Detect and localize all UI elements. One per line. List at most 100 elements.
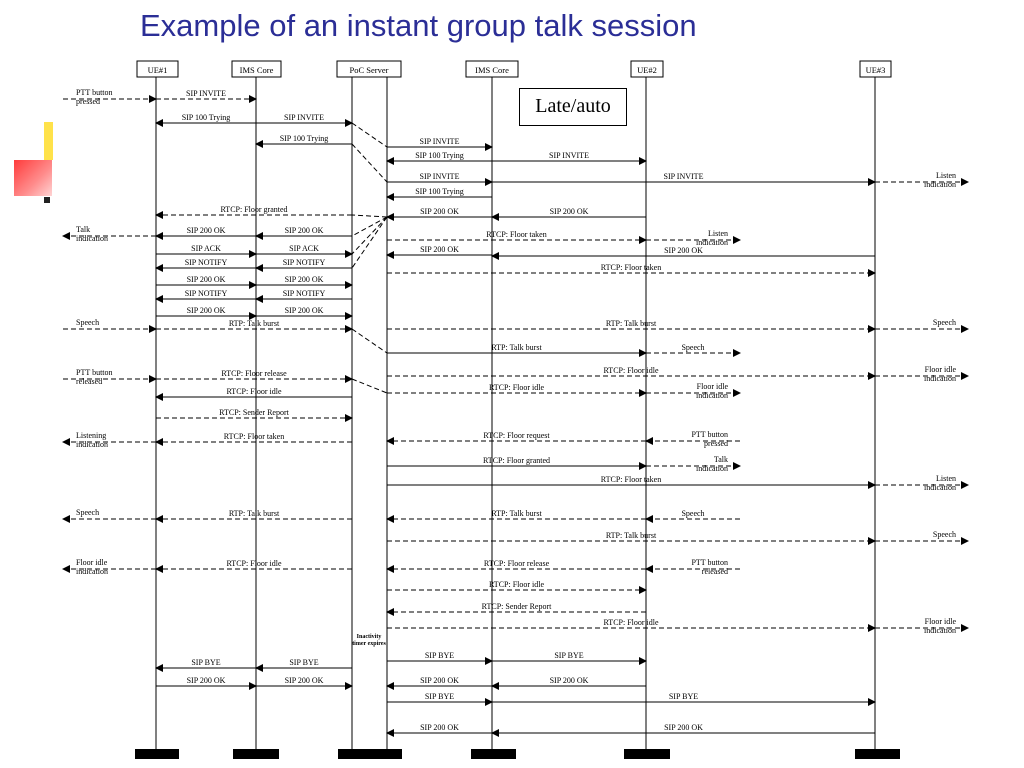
late-auto-box: Late/auto [519,88,627,126]
message-arrow: RTCP: Sender Report [386,602,646,616]
message-label: RTCP: Floor taken [601,263,661,272]
side-label: released [76,377,102,386]
message-arrow: SIP 200 OK [386,676,492,690]
side-label: Listening [76,431,106,440]
message-label: RTCP: Floor taken [601,475,661,484]
message-label: SIP INVITE [549,151,589,160]
side-label: Floor idle [76,558,108,567]
message-arrow: SIP 200 OK [155,226,256,240]
message-arrow: RTCP: Floor idle [387,580,647,594]
message-label: RTCP: Floor idle [489,580,545,589]
message-arrow: SIP 200 OK [386,245,492,259]
message-label: SIP INVITE [186,89,226,98]
message-arrow: Speech [875,318,969,333]
side-label: indication [696,464,728,473]
message-arrow: RTCP: Floor taken [387,475,876,489]
message-arrow: RTCP: Floor release [156,369,353,383]
message-label: SIP BYE [191,658,220,667]
message-arrow: RTCP: Floor request [386,431,646,445]
side-label: PTT button [691,558,728,567]
message-label: SIP 200 OK [187,676,226,685]
message-label: RTP: Talk burst [491,509,542,518]
server-cross-link [351,216,388,255]
message-arrow: SIP INVITE [387,137,493,151]
message-label: RTCP: Floor idle [489,383,545,392]
lifeline-label: PoC Server [350,65,389,75]
message-arrow: SIP ACK [156,244,257,258]
message-arrow: Speech [62,508,156,523]
message-arrow: Speech [646,343,741,357]
message-arrow: SIP BYE [387,651,493,665]
message-arrow: SIP BYE [492,651,647,665]
message-label: SIP NOTIFY [185,258,228,267]
inactivity-timer-note: Inactivity timer expires [352,634,386,647]
message-label: RTP: Talk burst [606,319,657,328]
side-label: indication [76,234,108,243]
message-arrow: RTP: Talk burst [155,509,352,523]
lifeline-header-box [336,60,402,78]
lifeline-end-bar [233,749,279,759]
message-arrow: RTCP: Sender Report [156,408,353,422]
side-label: Listen [708,229,728,238]
deco-black-dot [44,197,50,203]
message-label: RTCP: Floor release [221,369,287,378]
message-label: SIP 100 Trying [415,151,464,160]
message-label: SIP INVITE [284,113,324,122]
lifeline-label: IMS Core [240,65,274,75]
message-label: Speech [681,509,704,518]
message-label: Speech [681,343,704,352]
side-label: indication [76,567,108,576]
side-label: Speech [76,508,99,517]
side-label: Floor idle [925,365,957,374]
server-cross-link [351,216,388,237]
message-arrow: SIP 200 OK [491,676,646,690]
message-arrow: SIP 200 OK [256,306,353,320]
side-label: Talk [714,455,728,464]
lifeline-label: UE#1 [148,65,168,75]
message-label: SIP BYE [425,651,454,660]
side-label: Speech [76,318,99,327]
message-arrow: SIP INVITE [492,172,876,186]
message-label: SIP BYE [669,692,698,701]
message-arrow: RTP: Talk burst [156,319,353,333]
message-arrow: SIP INVITE [256,113,353,127]
server-cross-link [351,216,388,269]
message-label: SIP 200 OK [550,676,589,685]
lifeline-end-bar [135,749,179,759]
side-label: indication [76,440,108,449]
side-label: Floor idle [925,617,957,626]
side-label: Talk [76,225,90,234]
message-label: SIP 200 OK [550,207,589,216]
message-arrow: RTCP: Floor granted [155,205,352,219]
message-arrow: SIP 200 OK [156,275,257,289]
message-arrow: SIP 100 Trying [255,134,352,148]
message-arrow: RTCP: Floor idle [155,387,352,401]
message-label: SIP 200 OK [420,723,459,732]
message-arrow: SIP 100 Trying [386,187,492,201]
side-label: indication [924,483,956,492]
side-label: Speech [933,530,956,539]
message-arrow: RTP: Talk burst [387,531,876,545]
message-label: SIP INVITE [664,172,704,181]
side-label: Listen [936,171,956,180]
message-label: SIP 100 Trying [415,187,464,196]
server-cross-link [351,143,388,183]
message-label: SIP 200 OK [285,306,324,315]
server-cross-link [351,122,388,148]
side-label: PTT button [76,368,113,377]
side-label: Listen [936,474,956,483]
side-label: indication [924,180,956,189]
lifeline-end-bar [855,749,900,759]
message-label: SIP 200 OK [420,676,459,685]
message-arrow: RTP: Talk burst [387,343,647,357]
message-label: SIP BYE [425,692,454,701]
message-arrow: SIP 200 OK [491,246,875,260]
message-arrow: SIP 100 Trying [386,151,492,165]
message-label: SIP NOTIFY [185,289,228,298]
